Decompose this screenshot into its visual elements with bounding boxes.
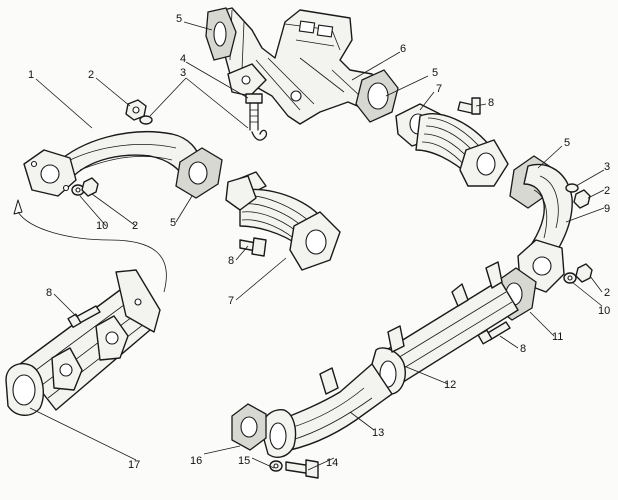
exhaust-pipe-13 [261,363,393,458]
bellows-compensator-right [395,103,509,187]
elbow-gasket-right [175,147,223,199]
callout-11: 11 [552,331,563,343]
callout-7: 7 [436,83,442,95]
flange-gasket-16 [231,403,267,451]
connection-arrow [13,199,167,293]
washer-15 [269,460,283,472]
bellows-compensator-left [225,171,341,271]
elbow-flange-left [23,149,77,197]
bolt-14 [285,459,319,479]
callout-5: 5 [432,67,438,79]
callout-15: 15 [238,455,250,467]
callout-12: 12 [444,379,456,391]
callout-6: 6 [400,43,406,55]
nut-2-right-lower [575,263,593,283]
callout-13: 13 [372,427,384,439]
washer-10-right [563,272,577,284]
elbow-pipe-9 [517,163,573,293]
manifold-gasket-left [205,7,237,61]
callout-9: 9 [604,203,610,215]
callout-5: 5 [176,13,182,25]
callout-5: 5 [170,217,176,229]
washer-3-right [565,183,579,193]
callout-8: 8 [228,255,234,267]
bolt-4 [245,93,263,131]
manifold-gasket-right [355,69,399,123]
callout-5: 5 [564,137,570,149]
nut-2-left [81,177,99,197]
bolt-8-left [239,237,267,257]
callout-2: 2 [132,220,138,232]
callout-8: 8 [46,287,52,299]
callout-10: 10 [96,220,108,232]
callout-2: 2 [604,287,610,299]
washer-3-top [139,115,153,125]
lock-washer-3-upper [251,129,268,141]
callout-4: 4 [180,53,186,65]
callout-14: 14 [326,457,338,469]
callout-3: 3 [180,67,186,79]
callout-2: 2 [88,69,94,81]
callout-16: 16 [190,455,202,467]
callout-17: 17 [128,459,140,471]
callout-10: 10 [598,305,610,317]
nut-2-right-upper [573,189,591,209]
callout-7: 7 [228,295,234,307]
callout-3: 3 [604,161,610,173]
callout-2: 2 [604,185,610,197]
callout-labels: 1 2 2 2 2 3 3 4 5 5 5 5 6 7 7 8 8 8 8 9 … [28,13,610,471]
callout-1: 1 [28,69,34,81]
bolt-8-lower-right [477,321,511,345]
leader-lines [29,21,605,471]
pipe-17 [5,269,161,416]
callout-8: 8 [520,343,526,355]
exhaust-manifold [214,7,381,125]
callout-8: 8 [488,97,494,109]
